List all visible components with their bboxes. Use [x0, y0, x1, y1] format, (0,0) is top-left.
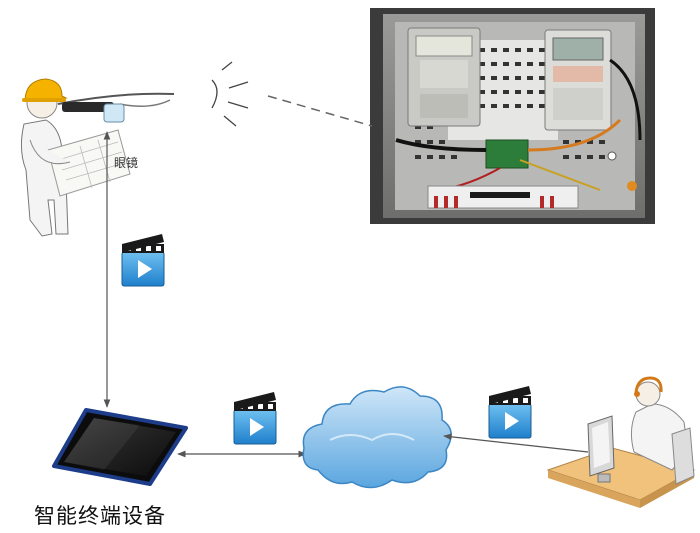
- glasses-label: 眼镜: [114, 156, 139, 170]
- smart-terminal-device-label: 智能终端设备: [34, 504, 166, 528]
- cloud-icon: [302, 386, 452, 489]
- tablet-icon: [52, 408, 188, 486]
- dashed-link-line: [267, 95, 373, 127]
- signal-waves-icon: [211, 61, 249, 127]
- cloud-operator-link-arrow: [443, 433, 589, 453]
- worker-with-glasses-icon: [20, 78, 175, 237]
- video-clip-icon: [121, 234, 165, 287]
- remote-operator-icon: [546, 376, 696, 508]
- video-clip-icon: [488, 386, 532, 439]
- meter-cabinet-photo: [370, 8, 655, 224]
- video-clip-icon: [233, 392, 277, 445]
